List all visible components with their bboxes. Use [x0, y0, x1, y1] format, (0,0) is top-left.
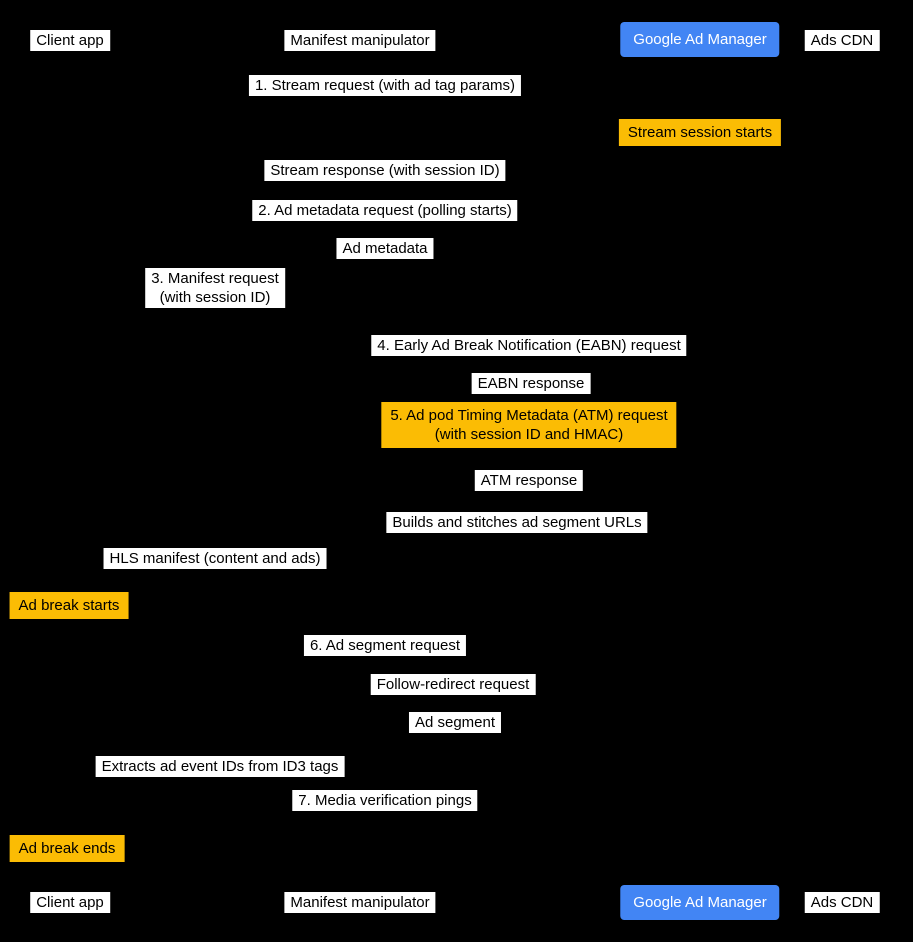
participant-ads-cdn-bottom: Ads CDN: [804, 892, 880, 913]
message-stream-response: Stream response (with session ID): [264, 160, 506, 181]
message-atm-request: 5. Ad pod Timing Metadata (ATM) request …: [381, 402, 677, 448]
message-ad-metadata: Ad metadata: [336, 238, 434, 259]
message-eabn-request: 4. Early Ad Break Notification (EABN) re…: [371, 335, 687, 356]
message-media-verification-pings: 7. Media verification pings: [292, 790, 478, 811]
message-eabn-response: EABN response: [471, 373, 591, 394]
message-ad-segment: Ad segment: [408, 712, 502, 733]
message-ad-metadata-request: 2. Ad metadata request (polling starts): [252, 200, 518, 221]
note-stream-session-starts: Stream session starts: [618, 119, 782, 146]
participant-manifest-manipulator-top: Manifest manipulator: [284, 30, 436, 51]
lifeline-manifest-manipulator: [360, 52, 361, 885]
message-hls-manifest: HLS manifest (content and ads): [103, 548, 327, 569]
message-manifest-request: 3. Manifest request (with session ID): [145, 268, 285, 308]
message-ad-segment-request: 6. Ad segment request: [303, 635, 467, 656]
note-ad-break-starts: Ad break starts: [9, 592, 129, 619]
participant-ads-cdn-top: Ads CDN: [804, 30, 880, 51]
participant-client-app-bottom: Client app: [30, 892, 110, 913]
note-extracts-ad-event-ids: Extracts ad event IDs from ID3 tags: [95, 756, 345, 777]
message-atm-response: ATM response: [474, 470, 584, 491]
participant-google-ad-manager-top: Google Ad Manager: [620, 22, 780, 57]
message-stream-request: 1. Stream request (with ad tag params): [248, 75, 522, 96]
message-follow-redirect-request: Follow-redirect request: [370, 674, 536, 695]
participant-google-ad-manager-bottom: Google Ad Manager: [620, 885, 780, 920]
participant-manifest-manipulator-bottom: Manifest manipulator: [284, 892, 436, 913]
lifeline-client-app: [70, 52, 71, 885]
lifeline-ads-cdn: [842, 52, 843, 885]
participant-client-app-top: Client app: [30, 30, 110, 51]
lifeline-google-ad-manager: [700, 57, 701, 885]
note-builds-stitches-ad-segment-urls: Builds and stitches ad segment URLs: [386, 512, 648, 533]
note-ad-break-ends: Ad break ends: [9, 835, 125, 862]
